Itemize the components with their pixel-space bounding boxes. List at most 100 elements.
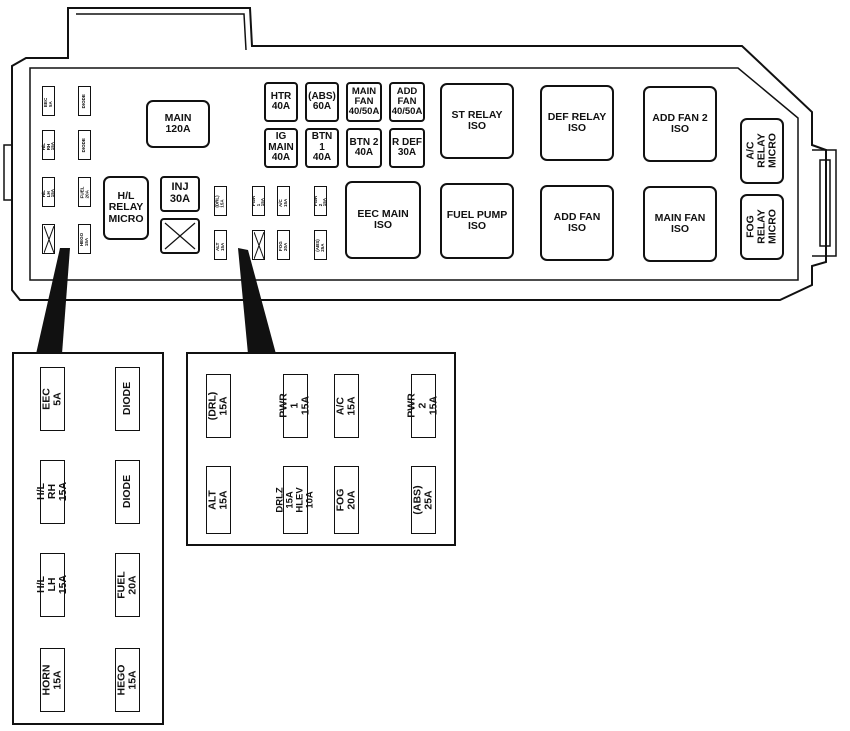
legend-fuse-fog20a: FOG 20A: [334, 466, 359, 534]
empty-fuse-x-icon-2: [253, 231, 264, 259]
legend-diode2-label: DIODE: [121, 475, 133, 509]
small-fuse-diode2-label: DIODE: [81, 137, 87, 153]
btn2-label: BTN 2 40A: [349, 136, 379, 158]
main-fan-iso-label: MAIN FAN ISO: [654, 211, 706, 235]
small-fuse-hl-rh-label: H/L RH 15A: [40, 142, 55, 151]
add-fan2-label: ADD FAN 2 ISO: [652, 111, 708, 135]
add-fan-fuse-label: ADD FAN 40/50A: [391, 86, 423, 117]
small-fuse-alt15a: ALT 15A: [214, 230, 227, 260]
housing-right-clip: [812, 149, 837, 257]
small-fuse-hego-label: HEGO 15A: [79, 232, 89, 246]
btn2-40a-fuse: BTN 2 40A: [346, 128, 382, 168]
r-def-label: R DEF 30A: [392, 136, 422, 158]
legend-hl-lh-label: H/L LH 15A: [34, 575, 70, 595]
small-fuse-eec5a-label: EEC 5A: [43, 97, 53, 107]
ig-main-40a-fuse: IG MAIN 40A: [264, 128, 298, 168]
small-fuse-ac15a-label: A/C 15A: [278, 198, 288, 207]
legend-fuse-ac15a: A/C 15A: [334, 374, 359, 438]
small-fuse-pwr1-label: PWR 1 15A: [250, 196, 265, 207]
legend-fuse-fuel20a: FUEL 20A: [115, 553, 140, 617]
legend-fuse-alt15a: ALT 15A: [206, 466, 231, 534]
eec-main-label: EEC MAIN ISO: [357, 207, 409, 231]
small-fuse-hl-rh: H/L RH 15A: [40, 130, 55, 160]
main-fan-fuse-label: MAIN FAN 40/50A: [348, 86, 380, 117]
legend-drl15a-label: (DRL) 15A: [206, 391, 230, 421]
abs-60a-label: (ABS) 60A: [308, 90, 336, 112]
main-120a-label: MAIN 120A: [164, 111, 192, 135]
small-fuse-pwr2-label: PWR 2 15A: [312, 196, 327, 207]
legend-fuse-pwr2: PWR 2 15A: [406, 374, 440, 438]
ac-relay-micro: A/C RELAY MICRO: [740, 118, 784, 184]
legend-horn-label: HORN 15A: [40, 664, 64, 696]
eec-main-iso: EEC MAIN ISO: [345, 181, 421, 259]
small-fuse-alt15a-label: ALT 15A: [215, 242, 225, 251]
btn1-40a-fuse: BTN 1 40A: [305, 128, 339, 168]
small-fuse-eec5a: EEC 5A: [42, 86, 55, 116]
abs-60a-fuse: (ABS) 60A: [305, 82, 339, 122]
legend-ac15a-label: A/C 15A: [334, 396, 358, 416]
add-fan-iso: ADD FAN ISO: [540, 185, 614, 261]
legend-fuse-hl-rh: H/L RH 15A: [35, 460, 69, 524]
legend-fuel20a-label: FUEL 20A: [115, 571, 139, 599]
st-relay-iso: ST RELAY ISO: [440, 83, 514, 159]
legend-diode1-label: DIODE: [121, 382, 133, 416]
small-fuse-diode1-label: DIODE: [81, 93, 87, 109]
htr-40a-fuse: HTR 40A: [264, 82, 298, 122]
main-fan-fuse: MAIN FAN 40/50A: [346, 82, 382, 122]
legend-fuse-diode2: DIODE: [115, 460, 140, 524]
housing-inner-outline: [29, 67, 799, 281]
legend-eec5a-label: EEC 5A: [40, 388, 64, 410]
small-fuse-abs25a: (ABS) 25A: [314, 230, 327, 260]
btn1-label: BTN 1 40A: [311, 131, 333, 164]
legend-abs25a-label: (ABS) 25A: [411, 485, 435, 515]
hl-relay-micro: H/L RELAY MICRO: [103, 176, 149, 240]
legend-fog20a-label: FOG 20A: [334, 488, 358, 512]
legend-pwr1-label: PWR 1 15A: [277, 393, 313, 419]
small-fuse-hl-lh-label: H/L LH 15A: [40, 189, 55, 198]
legend-pwr2-label: PWR 2 15A: [405, 393, 441, 419]
htr-40a-label: HTR 40A: [270, 90, 292, 112]
small-fuse-fuel20a: FUEL 20A: [78, 177, 91, 207]
small-fuse-ac15a: A/C 15A: [277, 186, 290, 216]
def-relay-label: DEF RELAY ISO: [547, 110, 607, 134]
housing-top-tab: [76, 13, 247, 51]
small-fuse-fog20a: FOG 20A: [277, 230, 290, 260]
main-fan-iso: MAIN FAN ISO: [643, 186, 717, 262]
legend-drlz-label: DRLZ 15A HLEV 10A: [274, 487, 316, 513]
hl-relay-label: H/L RELAY MICRO: [108, 190, 144, 225]
pointer-wedge-left: [36, 248, 70, 354]
small-fuse-fog20a-label: FOG 20A: [278, 240, 288, 251]
empty-relay-slot: [160, 218, 200, 254]
small-fuse-pwr2: PWR 2 15A: [312, 186, 327, 216]
pointer-wedge-right: [238, 248, 276, 354]
fog-relay-label: FOG RELAY MICRO: [744, 209, 779, 245]
legend-fuse-eec5a: EEC 5A: [40, 367, 65, 431]
fog-relay-micro: FOG RELAY MICRO: [740, 194, 784, 260]
legend-fuse-hego: HEGO 15A: [115, 648, 140, 712]
legend-fuse-hl-lh: H/L LH 15A: [35, 553, 69, 617]
add-fan-iso-label: ADD FAN ISO: [553, 210, 601, 234]
legend-fuse-drlz: DRLZ 15A HLEV 10A: [275, 466, 315, 534]
small-fuse-diode1: DIODE: [78, 86, 91, 116]
fuel-pump-label: FUEL PUMP ISO: [446, 208, 508, 232]
legend-fuse-horn: HORN 15A: [40, 648, 65, 712]
small-fuse-diode2: DIODE: [78, 130, 91, 160]
r-def-30a-fuse: R DEF 30A: [389, 128, 425, 168]
small-fuse-hl-lh: H/L LH 15A: [40, 177, 55, 207]
inj-label: INJ 30A: [169, 181, 191, 205]
housing-left-clip: [3, 144, 12, 201]
empty-fuse-x-icon: [43, 225, 54, 253]
add-fan2-iso: ADD FAN 2 ISO: [643, 86, 717, 162]
fuel-pump-iso: FUEL PUMP ISO: [440, 183, 514, 259]
legend-fuse-abs25a: (ABS) 25A: [411, 466, 436, 534]
add-fan-fuse: ADD FAN 40/50A: [389, 82, 425, 122]
legend-alt15a-label: ALT 15A: [206, 490, 230, 510]
small-fuse-empty-x2: [252, 230, 265, 260]
ac-relay-label: A/C RELAY MICRO: [744, 133, 779, 169]
small-fuse-empty-x: [42, 224, 55, 254]
legend-fuse-drl15a: (DRL) 15A: [206, 374, 231, 438]
small-fuse-fuel20a-label: FUEL 20A: [79, 186, 89, 198]
legend-fuse-diode1: DIODE: [115, 367, 140, 431]
legend-left-panel: [12, 352, 164, 725]
small-fuse-drl15a: (DRL) 15A: [214, 186, 227, 216]
